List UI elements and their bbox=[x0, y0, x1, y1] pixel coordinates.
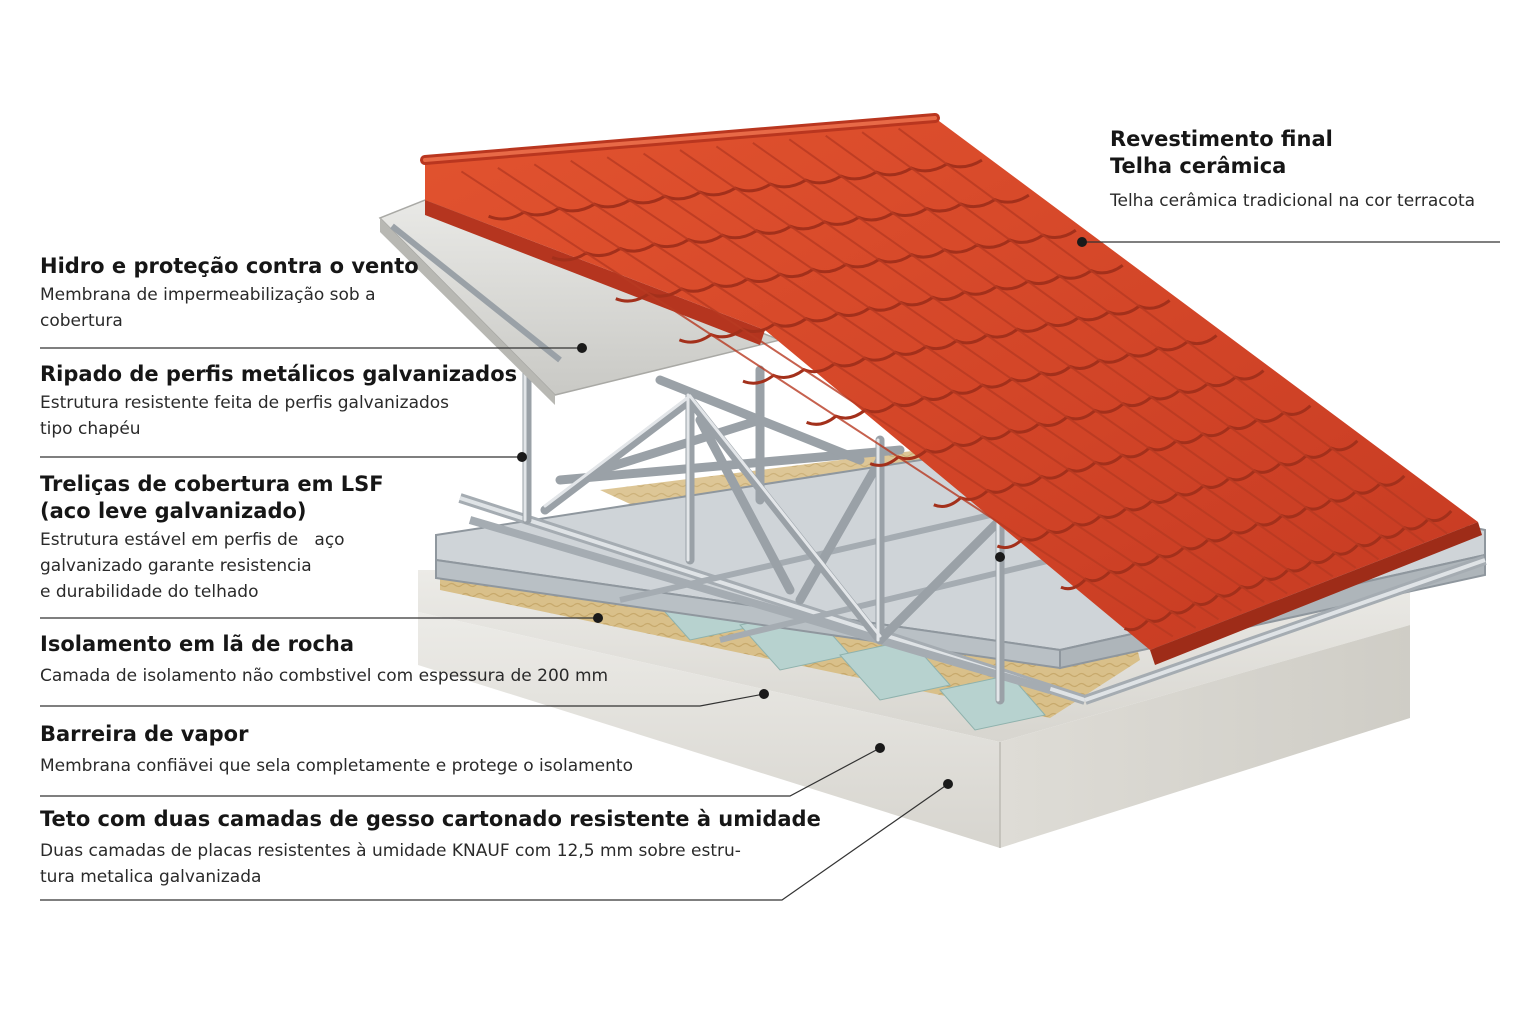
label-cobertura-desc: Telha cerâmica tradicional na cor terrac… bbox=[1110, 191, 1476, 211]
ceramic-tile-roof bbox=[420, 113, 1482, 665]
label-hidro: Hidro e proteção contra o vento Membrana… bbox=[40, 253, 419, 334]
tile-column-line bbox=[460, 170, 1174, 638]
label-ripado-desc-2: tipo chapéu bbox=[40, 419, 141, 439]
label-teto-desc-2: tura metalica galvanizada bbox=[40, 867, 262, 887]
label-isolamento-desc: Camada de isolamento não combstivel com … bbox=[40, 666, 609, 686]
tile-column-line bbox=[533, 163, 1220, 621]
tile-column-line bbox=[752, 142, 1357, 569]
label-ripado-desc-1: Estrutura resistente feita de perfis gal… bbox=[40, 393, 450, 413]
label-hidro-desc-1: Membrana de impermeabilização sob a bbox=[40, 285, 376, 305]
label-trelicas-title-1: Treliças de cobertura em LSF bbox=[40, 472, 384, 496]
tile-column-line bbox=[788, 138, 1380, 561]
label-cobertura-subtitle: Telha cerâmica bbox=[1110, 154, 1287, 178]
leader-isolamento bbox=[40, 693, 765, 707]
label-teto: Teto com duas camadas de gesso cartonado… bbox=[40, 806, 821, 890]
label-trelicas-desc-1: Estrutura estável em perfis de aço bbox=[40, 530, 345, 550]
leader-teto bbox=[40, 783, 949, 901]
tile-columns bbox=[460, 127, 1448, 638]
label-ripado-title: Ripado de perfis metálicos galvanizados bbox=[40, 362, 518, 386]
label-isolamento-title: Isolamento em lã de rocha bbox=[40, 632, 355, 656]
tile-column-line bbox=[606, 156, 1265, 603]
label-trelicas-desc-2: galvanizado garante resistencia bbox=[40, 556, 312, 576]
label-isolamento: Isolamento em lã de rocha Camada de isol… bbox=[40, 631, 608, 689]
tile-column-line bbox=[825, 134, 1403, 552]
label-barreira: Barreira de vapor Membrana confiävei que… bbox=[40, 721, 633, 779]
tile-column-line bbox=[643, 152, 1288, 595]
leader-lines bbox=[40, 241, 1500, 901]
label-cobertura: Revestimento final Telha cerâmica Telha … bbox=[1110, 126, 1475, 214]
label-hidro-desc-2: cobertura bbox=[40, 311, 123, 331]
label-trelicas-desc-3: e durabilidade do telhado bbox=[40, 582, 259, 602]
tile-column-line bbox=[861, 131, 1425, 543]
leader-dots bbox=[517, 237, 1087, 789]
waterproof-board bbox=[378, 199, 783, 405]
label-hidro-title: Hidro e proteção contra o vento bbox=[40, 254, 419, 278]
label-cobertura-title: Revestimento final bbox=[1110, 127, 1333, 151]
tile-column-line bbox=[679, 149, 1311, 586]
label-trelicas: Treliças de cobertura em LSF (aco leve g… bbox=[40, 471, 384, 605]
label-teto-desc-1: Duas camadas de placas resistentes à umi… bbox=[40, 841, 741, 861]
tile-column-line bbox=[897, 127, 1448, 535]
tile-column-line bbox=[497, 167, 1197, 629]
label-teto-title: Teto com duas camadas de gesso cartonado… bbox=[40, 807, 821, 831]
tile-column-line bbox=[570, 159, 1242, 612]
label-trelicas-title-2: (aco leve galvanizado) bbox=[40, 499, 307, 523]
label-barreira-title: Barreira de vapor bbox=[40, 722, 249, 746]
label-barreira-desc: Membrana confiävei que sela completament… bbox=[40, 756, 633, 776]
lsf-truss-highlights bbox=[523, 368, 1000, 702]
tile-column-line bbox=[715, 145, 1334, 578]
leader-barreira bbox=[40, 747, 881, 797]
lsf-trusses bbox=[522, 365, 1005, 705]
label-ripado: Ripado de perfis metálicos galvanizados … bbox=[40, 361, 517, 442]
